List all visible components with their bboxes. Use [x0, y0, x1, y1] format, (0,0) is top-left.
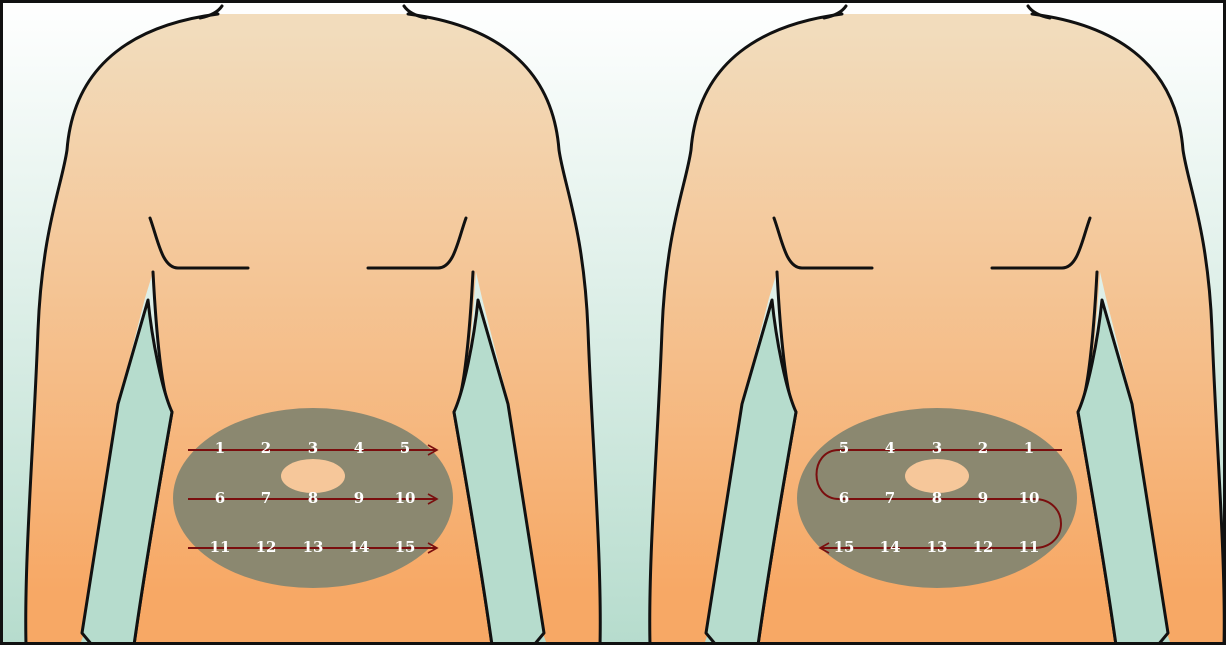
- site-number: 10: [1019, 489, 1040, 507]
- site-number: 5: [839, 439, 849, 457]
- site-number: 6: [215, 489, 225, 507]
- torso-panel-right: 5 4 3 2 1 6 7 8 9 10 15 14 13 12 11: [650, 6, 1225, 645]
- site-number: 4: [354, 439, 364, 457]
- site-number: 6: [839, 489, 849, 507]
- site-number: 12: [256, 538, 277, 556]
- site-number: 11: [210, 538, 231, 556]
- site-number: 2: [978, 439, 988, 457]
- site-number: 15: [395, 538, 416, 556]
- site-number: 13: [303, 538, 324, 556]
- site-number: 2: [261, 439, 271, 457]
- site-number: 7: [261, 489, 271, 507]
- site-number: 11: [1019, 538, 1040, 556]
- site-number: 3: [308, 439, 318, 457]
- site-number: 1: [1024, 439, 1034, 457]
- site-number: 8: [932, 489, 942, 507]
- site-number: 15: [834, 538, 855, 556]
- site-number: 4: [885, 439, 895, 457]
- site-number: 9: [354, 489, 364, 507]
- site-number: 1: [215, 439, 225, 457]
- navel: [905, 459, 969, 493]
- navel: [281, 459, 345, 493]
- site-number: 7: [885, 489, 895, 507]
- site-number: 14: [880, 538, 901, 556]
- site-number: 13: [927, 538, 948, 556]
- site-number: 3: [932, 439, 942, 457]
- site-number: 14: [349, 538, 370, 556]
- torso-panel-left: 1 2 3 4 5 6 7 8 9 10 11 12 13 14 15: [26, 6, 601, 645]
- site-number: 8: [308, 489, 318, 507]
- site-number: 10: [395, 489, 416, 507]
- site-number: 5: [400, 439, 410, 457]
- site-number: 9: [978, 489, 988, 507]
- site-number: 12: [973, 538, 994, 556]
